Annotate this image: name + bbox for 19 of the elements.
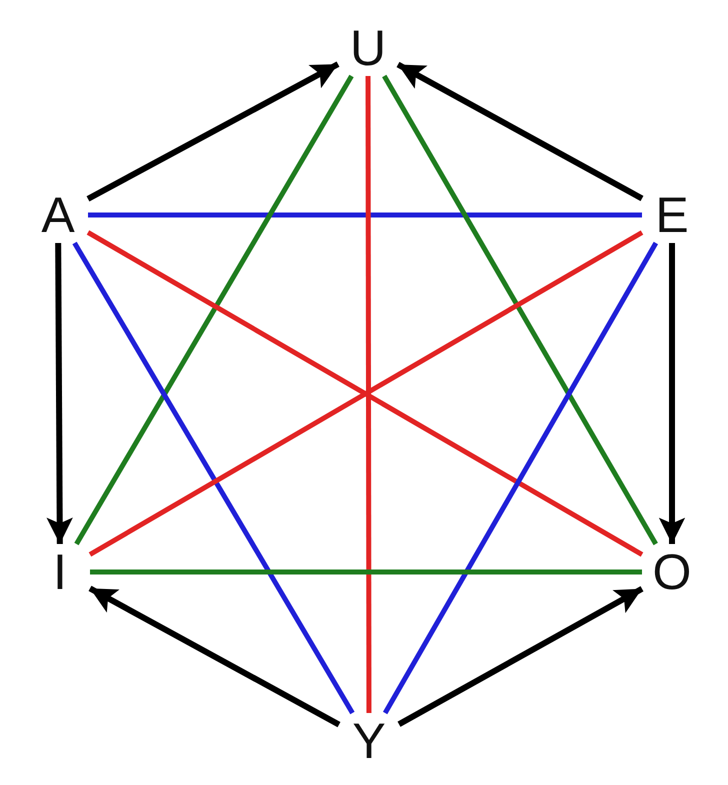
connector-line [74,74,354,546]
arrow [88,586,340,728]
arrow [658,243,686,544]
vertex-label: I [53,547,67,597]
vertex-label: Y [352,716,386,766]
connector-line [88,212,642,218]
vertex-label: A [41,190,75,240]
connector-line [382,74,658,546]
arrow [86,62,340,202]
connector-line [90,570,642,574]
vertex-label: E [655,190,689,240]
connector-line [366,76,372,713]
vertex-label: O [652,547,692,597]
connector-line [382,242,658,714]
arrow [398,586,644,727]
arrow [396,62,644,202]
vertex-label: U [350,23,386,73]
arrow [46,242,73,544]
connector-line [72,242,355,714]
